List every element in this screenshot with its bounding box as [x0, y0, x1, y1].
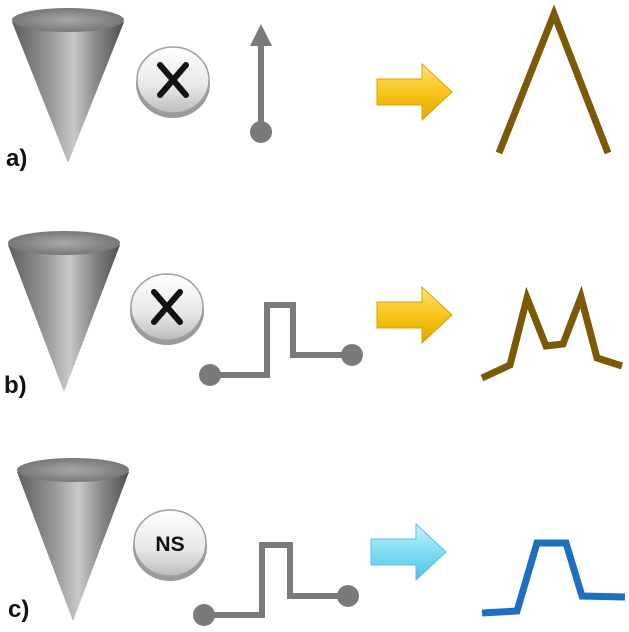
input-signal-step — [199, 302, 363, 386]
cross-icon — [157, 62, 189, 98]
row-label: b) — [4, 372, 27, 399]
row-a: a) — [6, 4, 612, 172]
output-signal — [480, 285, 624, 382]
ns-button-label: NS — [155, 533, 184, 556]
ns-button: NS — [133, 509, 207, 581]
transform-arrow-icon — [370, 522, 447, 582]
row-label: c) — [8, 596, 29, 623]
multiply-button — [130, 273, 204, 345]
row-b: b) — [4, 231, 624, 399]
output-signal — [481, 539, 626, 617]
input-signal-step — [193, 542, 359, 626]
row-label: a) — [6, 145, 27, 172]
transform-arrow-icon — [376, 285, 453, 345]
cone-icon — [8, 231, 120, 392]
transform-arrow-icon — [376, 62, 453, 122]
input-signal-arrow — [250, 24, 272, 143]
cone-icon — [12, 8, 124, 163]
multiply-button — [136, 46, 210, 118]
row-c: NS c) — [8, 458, 626, 626]
cone-icon — [17, 458, 129, 621]
cross-icon — [151, 289, 183, 325]
output-signal — [495, 4, 612, 155]
